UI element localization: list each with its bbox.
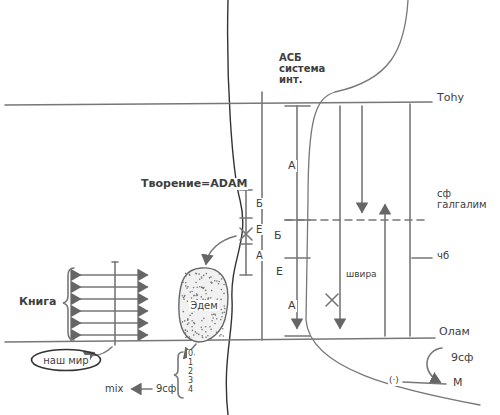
sketch-label: Книга	[18, 296, 57, 308]
sketch-label: Тоhу	[436, 92, 465, 104]
node-text: наш мир	[42, 355, 89, 366]
sketch-label: mix	[104, 383, 124, 394]
sketch-label: сф галгалим	[436, 188, 482, 210]
sketch-label: 9сф	[450, 352, 474, 364]
sketch-label: чб	[436, 250, 450, 261]
sketch-label: А	[287, 160, 297, 172]
sketch-label: Е	[275, 266, 284, 278]
sketch-label: 3	[187, 377, 194, 386]
sketch-label: 9сф	[155, 383, 177, 394]
sketch-label: АСБ система инт.	[278, 52, 330, 85]
sketch-label: Е	[255, 224, 263, 235]
sketch-label: Творение=ADAM	[140, 178, 248, 190]
sketch-label: М	[452, 377, 464, 389]
sketch-label: (·)	[388, 376, 400, 386]
circled-note: наш мир	[30, 348, 102, 372]
sketch-label: Б	[255, 198, 264, 209]
sketch-label: швира	[345, 270, 378, 280]
sketch-label: 2	[187, 368, 194, 377]
sketch-label: Олам	[438, 326, 471, 338]
sketch-label: А	[255, 250, 264, 261]
sketch-label: А	[287, 300, 297, 312]
sketch-label: 4	[187, 386, 194, 395]
sketch-label: Б	[273, 230, 283, 242]
dotted-blob: Эдем	[176, 266, 232, 344]
node-text: Эдем	[189, 300, 219, 311]
sketch-label: 1	[187, 359, 194, 368]
sketch-label: 0	[187, 350, 194, 359]
